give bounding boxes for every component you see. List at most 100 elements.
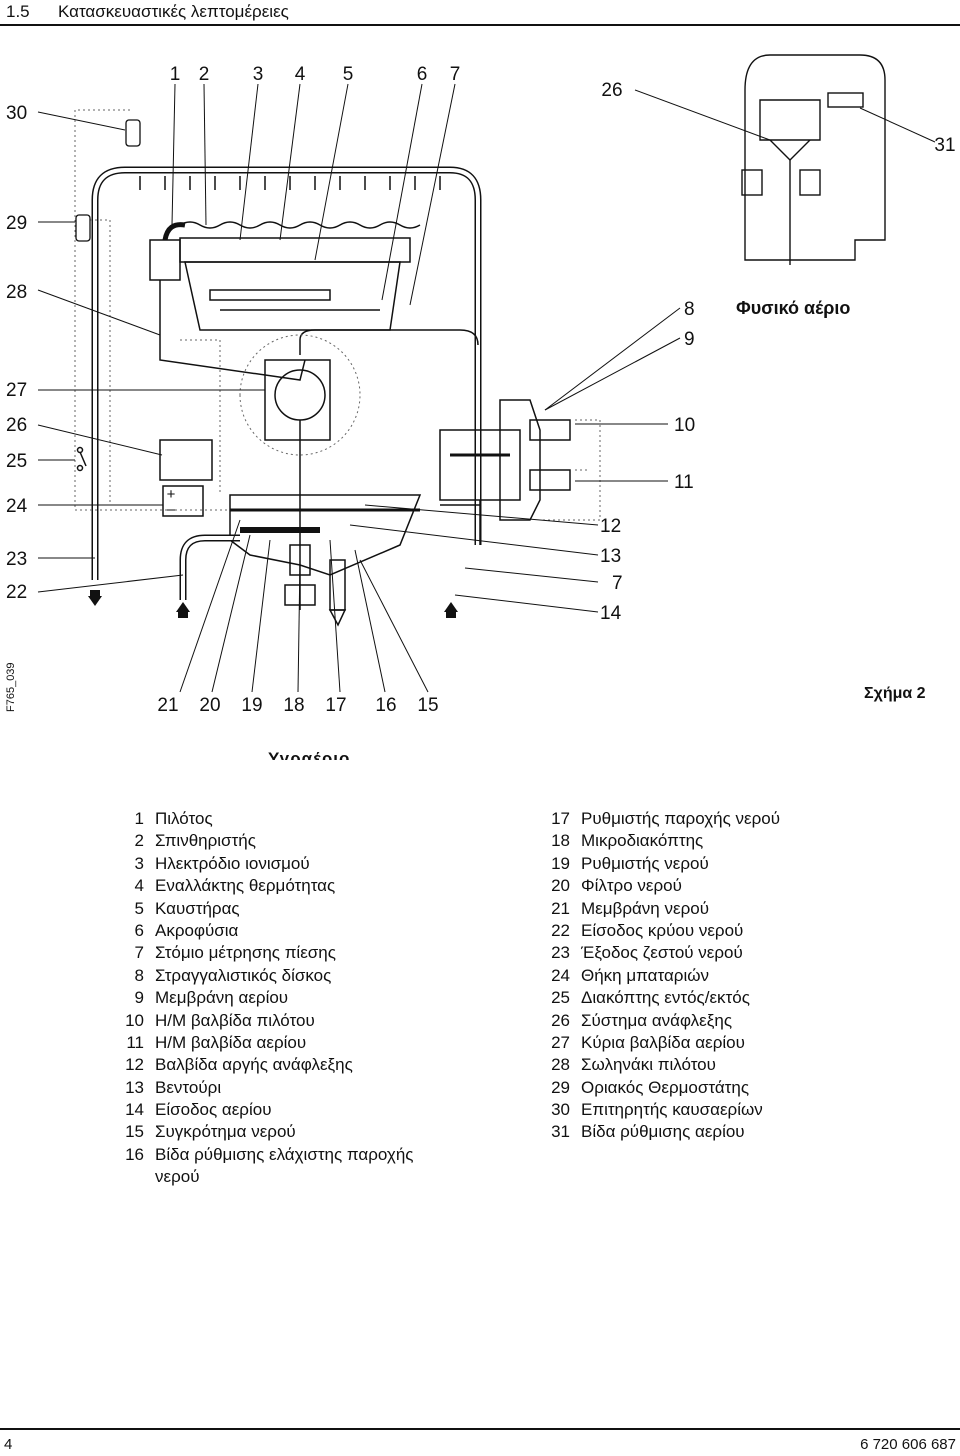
callout-3: 3 (253, 64, 264, 85)
legend-item-number: 2 (134, 831, 144, 851)
legend-item-number: 6 (134, 920, 144, 940)
legend-item-text: Πιλότος (155, 809, 213, 828)
legend-item-text: Ηλεκτρόδιο ιονισμού (155, 853, 310, 873)
legend-item-number: 24 (551, 965, 570, 985)
legend-item-number: 7 (134, 943, 144, 963)
callout-4: 4 (295, 64, 306, 85)
legend-item-number: 15 (125, 1122, 144, 1142)
legend-item-text: Βεντούρι (155, 1077, 222, 1097)
legend-item-text: Ρυθμιστής νερού (581, 853, 709, 873)
page-footer: 4 6 720 606 687 (0, 1428, 960, 1456)
legend-item-number: 20 (551, 876, 570, 896)
callout-14: 14 (600, 603, 622, 624)
legend-item-number: 11 (126, 1032, 144, 1052)
legend-item-text: Η/Μ βαλβίδα αερίου (155, 1032, 307, 1052)
legend-item-number: 30 (551, 1100, 570, 1120)
legend-item-text: Μικροδιακόπτης (581, 831, 704, 851)
callout-7-top: 7 (450, 64, 461, 85)
legend-item-text: Βίδα ρύθμισης ελάχιστης παροχής νερού (155, 1144, 414, 1187)
legend-item-text: Θήκη μπαταριών (581, 965, 709, 985)
battery-minus-sign: – (167, 501, 176, 518)
water-heater-diagram: 1 2 3 4 5 6 7 26 31 30 29 28 27 26 25 24… (5, 54, 956, 760)
figure-label: Σχήμα 2 (864, 685, 926, 702)
water-assembly (229, 494, 422, 576)
limit-thermostat-icon (75, 214, 91, 242)
callout-26: 26 (6, 415, 27, 436)
legend-item-number: 1 (134, 809, 144, 828)
callout-12: 12 (600, 516, 621, 537)
main-gas-valve (264, 359, 331, 441)
legend-item-text: Στόμιο μέτρησης πίεσης (155, 943, 336, 963)
legend-item-text: Κύρια βαλβίδα αερίου (581, 1032, 745, 1052)
legend-item-number: 18 (551, 831, 570, 851)
legend-item-text: Φίλτρο νερού (581, 876, 682, 896)
legend-item-text: Στραγγαλιστικός δίσκος (155, 965, 332, 985)
legend-item-number: 16 (125, 1144, 144, 1164)
section-header: 1.5 Κατασκευαστικές λεπτομέρειες (0, 0, 960, 26)
legend-item-number: 25 (551, 988, 570, 1008)
callout-1: 1 (170, 64, 181, 85)
legend-item-text: Βαλβίδα αργής ανάφλεξης (155, 1055, 353, 1075)
legend-item-number: 5 (134, 898, 144, 918)
callout-6: 6 (417, 64, 428, 85)
legend-item-number: 3 (134, 853, 144, 873)
legend-item-text: Μεμβράνη αερίου (155, 988, 289, 1008)
callout-23: 23 (6, 549, 27, 570)
legend-item-text: Σωληνάκι πιλότου (581, 1055, 716, 1075)
page-number: 4 (4, 1436, 13, 1453)
pilot-body (149, 239, 181, 281)
legend-item-text: Μεμβράνη νερού (581, 898, 709, 918)
callout-24: 24 (6, 496, 28, 517)
footer-rule (0, 1428, 960, 1430)
hot-water-outlet-arrow-icon (176, 602, 190, 612)
callout-5: 5 (343, 64, 354, 85)
legend-item-number: 14 (125, 1100, 144, 1120)
callout-27: 27 (6, 380, 27, 401)
callout-25: 25 (6, 451, 27, 472)
section-number: 1.5 (6, 2, 30, 21)
legend-item-number: 17 (551, 809, 570, 828)
figure-code: F765_039 (5, 662, 17, 712)
gas-inlet-arrow-icon (444, 602, 458, 612)
legend-item-text: Οριακός Θερμοστάτης (581, 1077, 750, 1097)
battery-holder (159, 439, 213, 481)
callout-17: 17 (325, 695, 346, 716)
legend-item-text: Η/Μ βαλβίδα πιλότου (155, 1010, 315, 1030)
legend-item-text: Συγκρότημα νερού (155, 1122, 296, 1142)
legend-item-number: 26 (551, 1010, 570, 1030)
legend-item-number: 29 (551, 1077, 570, 1097)
callout-16: 16 (375, 695, 396, 716)
callout-7-right: 7 (612, 573, 623, 594)
callout-30: 30 (6, 103, 27, 124)
callout-28: 28 (6, 282, 27, 303)
legend-item-text: Εναλλάκτης θερμότητας (155, 876, 336, 896)
callout-20: 20 (199, 695, 220, 716)
document-code: 6 720 606 687 (860, 1436, 956, 1453)
legend-item-number: 23 (551, 943, 570, 963)
legend-item-text: Ρυθμιστής παροχής νερού (581, 809, 781, 828)
callout-9: 9 (684, 329, 695, 350)
callout-19: 19 (241, 695, 262, 716)
legend-item-text: Διακόπτης εντός/εκτός (581, 988, 750, 1008)
legend-item-number: 19 (551, 853, 570, 873)
legend-item-number: 4 (134, 876, 144, 896)
natural-gas-inset (741, 54, 886, 265)
callout-8: 8 (684, 299, 695, 320)
legend-item-text: Ακροφύσια (155, 920, 239, 940)
on-off-switch-icon (79, 451, 87, 467)
callout-31: 31 (934, 135, 955, 156)
callout-21: 21 (157, 695, 178, 716)
gas-valve-body (439, 429, 521, 501)
legend-item-text: Επιτηρητής καυσαερίων (581, 1100, 763, 1120)
callout-11: 11 (674, 472, 694, 493)
cold-water-inlet-arrow-icon (88, 596, 102, 606)
legend-item-text: Βίδα ρύθμισης αερίου (581, 1122, 745, 1142)
legend-item-text: Είσοδος αερίου (155, 1100, 272, 1120)
header-rule (0, 24, 960, 26)
lpg-label: Υγραέριο (268, 749, 350, 760)
legend-item-text: Έξοδος ζεστού νερού (581, 943, 743, 963)
legend-item-text: Είσοδος κρύου νερού (581, 920, 744, 940)
wiring (74, 109, 601, 521)
legend-item-number: 22 (551, 920, 570, 940)
callout-15: 15 (417, 695, 438, 716)
